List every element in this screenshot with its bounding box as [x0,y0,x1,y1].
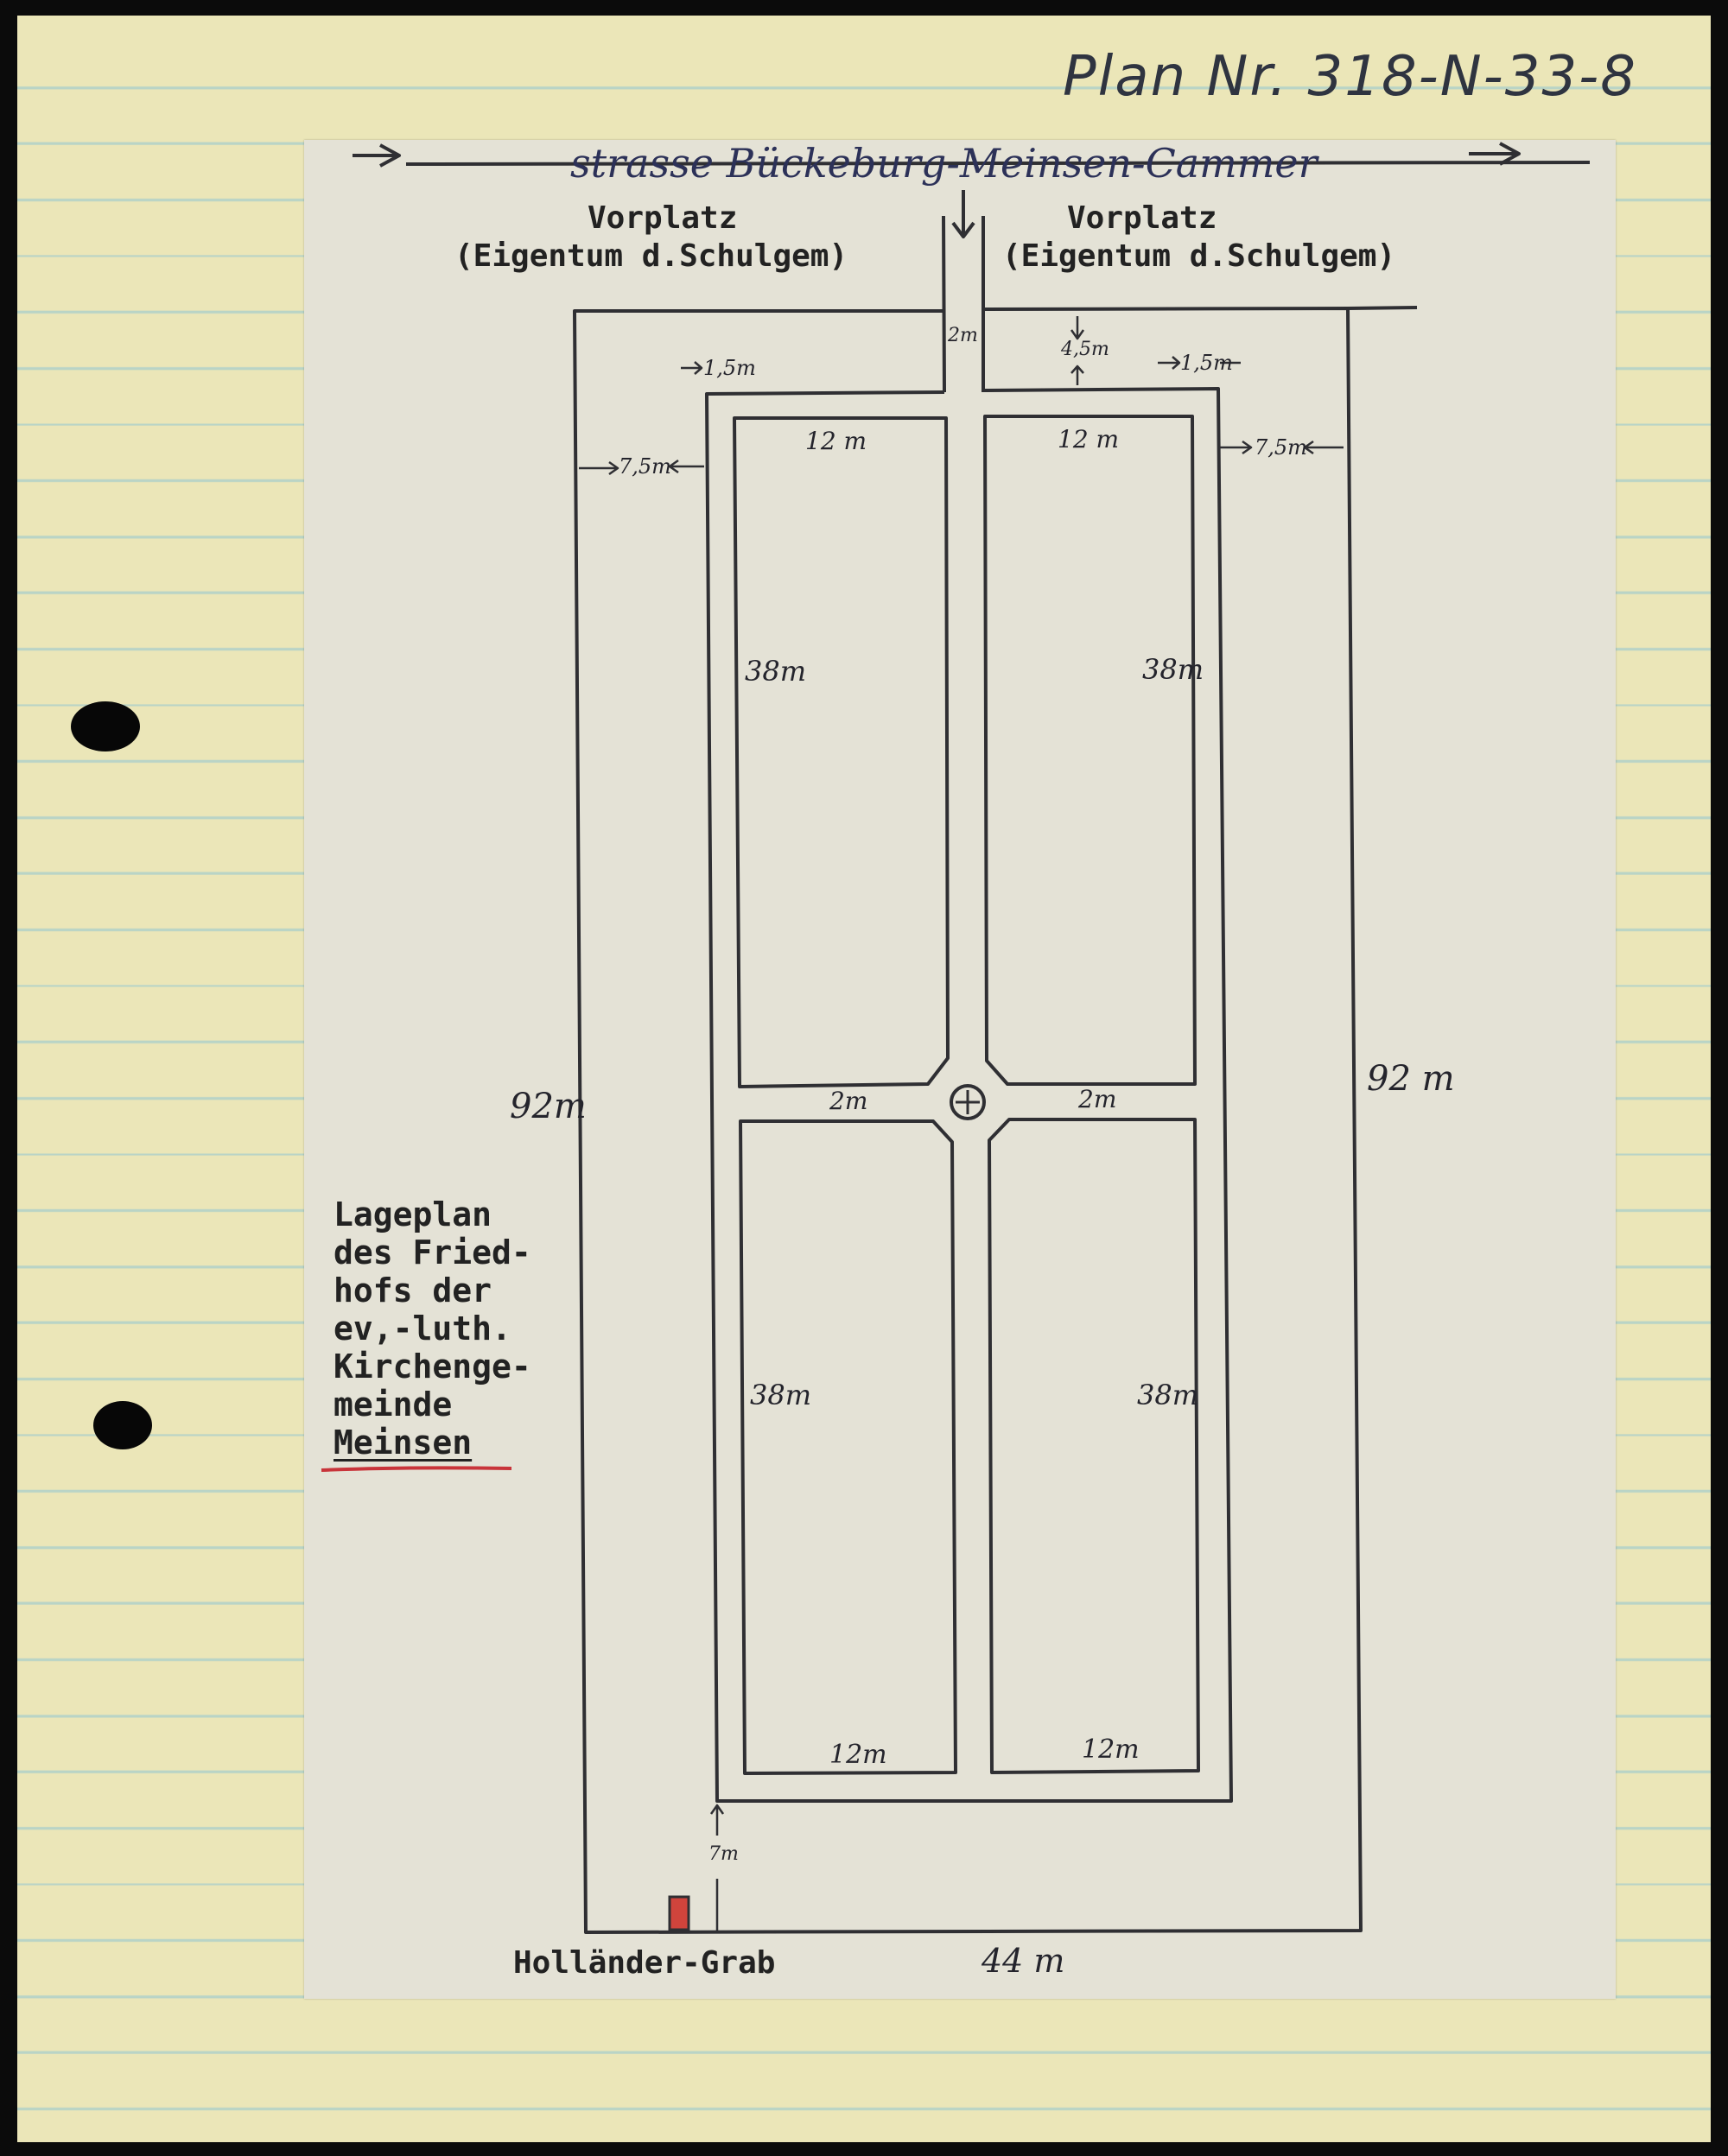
outer-boundary [573,307,1363,1934]
dim-total-left: 92m [510,1087,587,1126]
vorplatz-left-title: Vorplatz [588,200,738,236]
dim-side-right: 7,5m [1255,435,1307,460]
dim-margin-top-left: 1,5m [703,356,756,380]
dim-path-width-top: 2m [948,325,978,346]
field-bottom-right [988,1118,1200,1774]
entrance-arrow-icon [951,190,975,238]
legend-line-6: meinde [334,1386,453,1424]
entry-path [942,215,985,393]
dim-front-gap: 4,5m [1061,339,1109,360]
dim-cross-path-right: 2m [1078,1085,1117,1113]
dim-field-tr-width: 12 m [1058,425,1120,453]
legend-line-2: des Fried- [334,1233,531,1271]
legend-line-1: Lageplan [334,1195,492,1233]
dim-cross-path-left: 2m [829,1087,868,1115]
dim-field-tl-width: 12 m [805,427,867,455]
vorplatz-right-owner: (Eigentum d.Schulgem) [1002,238,1396,274]
legend-place: Meinsen [334,1424,473,1462]
street-label: strasse Bückeburg-Meinsen-Cammer [570,140,1318,187]
legend-line-4: ev,-luth. [334,1309,511,1348]
plan-number: Plan Nr. 318-N-33-8 [1063,45,1637,109]
field-top-right [983,415,1197,1086]
punch-hole-upper [71,701,140,751]
legend-line-3: hofs der [334,1271,492,1309]
legend-block: Lageplan des Fried- hofs der ev,-luth. K… [334,1195,531,1462]
dim-total-width: 44 m [982,1942,1065,1980]
grave-label: Holländer-Grab [513,1945,776,1981]
arrow-right-icon [1469,142,1521,166]
red-underline [321,1466,512,1472]
dim-field-bl-width: 12m [829,1740,887,1770]
dim-total-right: 92 m [1367,1059,1455,1099]
dim-side-left: 7,5m [619,454,671,479]
field-top-left [733,416,950,1088]
dim-back-gap: 7m [708,1843,739,1865]
dim-field-br-width: 12m [1082,1734,1140,1765]
field-bottom-left [739,1119,957,1775]
vorplatz-right-title: Vorplatz [1067,200,1217,236]
dim-field-bl-height: 38m [750,1379,812,1411]
grave-marker [668,1895,690,1931]
inner-path-boundary [705,387,1233,1803]
dim-field-tr-height: 38m [1142,653,1204,686]
vorplatz-left-owner: (Eigentum d.Schulgem) [454,238,848,274]
street-line [405,161,1591,166]
punch-hole-lower [93,1401,152,1449]
dim-field-br-height: 38m [1137,1379,1199,1411]
dim-margin-top-right: 1,5m [1180,351,1233,375]
dim-field-tl-height: 38m [745,655,807,688]
legend-line-5: Kirchenge- [334,1348,531,1386]
center-cross-icon [950,1084,986,1120]
arrow-left-icon [353,143,401,168]
site-plan-sheet [304,140,1616,1999]
